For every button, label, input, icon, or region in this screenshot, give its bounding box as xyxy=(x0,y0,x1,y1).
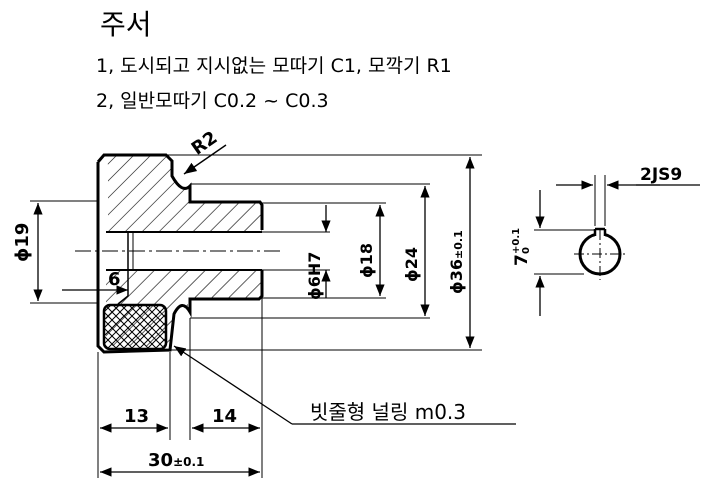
d6h7-label: ϕ6H7 xyxy=(305,252,324,300)
key-depth-label: 7 xyxy=(512,254,532,266)
six-label: 6 xyxy=(108,269,121,290)
key-width-label: 2JS9 xyxy=(640,165,682,185)
keyway-end-view: 2JS9 7 +0.1 0 xyxy=(511,165,700,316)
key-depth-tol-top: +0.1 xyxy=(511,228,522,254)
knurl-label: 빗줄형 널링 m0.3 xyxy=(310,400,466,424)
l13-label: 13 xyxy=(124,406,149,427)
l30-label: 30±0.1 xyxy=(148,450,204,471)
dim-diameter-18: ϕ18 xyxy=(262,202,386,299)
note-line-2: 2, 일반모따기 C0.2 ~ C0.3 xyxy=(96,90,329,112)
r2-callout: R2 xyxy=(183,127,227,175)
knurl-callout: 빗줄형 널링 m0.3 xyxy=(173,345,516,425)
dim-diameter-36: ϕ36±0.1 xyxy=(166,154,482,351)
dim-diameter-6h7: ϕ6H7 xyxy=(262,205,331,300)
d24-label: ϕ24 xyxy=(402,247,421,282)
l14-label: 14 xyxy=(212,406,237,427)
dim-diameter-24: ϕ24 xyxy=(190,183,430,319)
knurled-surface xyxy=(102,303,168,351)
part-upper-half xyxy=(96,153,264,232)
dim-lengths: 13 14 30±0.1 xyxy=(97,298,263,478)
dim-diameter-19: ϕ19 xyxy=(12,200,98,304)
part-lower-half xyxy=(96,232,264,354)
d19-label: ϕ19 xyxy=(12,223,33,262)
notes-title: 주서 xyxy=(100,8,152,41)
dim-6: 6 xyxy=(62,269,128,295)
note-line-1: 1, 도시되고 지시없는 모따기 C1, 모깍기 R1 xyxy=(96,55,452,77)
bore xyxy=(75,231,280,271)
d36-label: ϕ36±0.1 xyxy=(447,230,466,294)
key-depth-tol-bot: 0 xyxy=(521,247,532,254)
d18-label: ϕ18 xyxy=(357,243,376,278)
